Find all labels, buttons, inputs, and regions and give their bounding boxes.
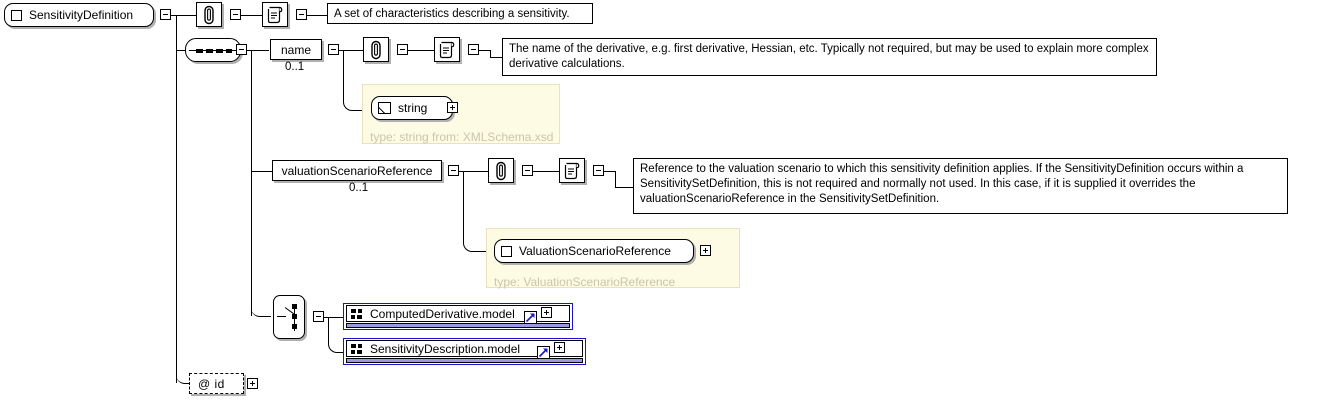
- connector-vsr-doc-h1: [604, 171, 616, 172]
- type-vsr-expand-toggle[interactable]: [700, 245, 711, 256]
- model-group-sensitivitydescription-expand-toggle[interactable]: [554, 342, 565, 353]
- model-group-sensitivitydescription-bar: [346, 358, 583, 363]
- connector-root-to-annotation: [171, 15, 197, 16]
- name-annotation-paperclip-box[interactable]: [363, 37, 389, 62]
- paperclip-icon: [496, 161, 506, 180]
- connector-vsr-doc-v: [615, 171, 616, 187]
- root-annotation-paperclip-box[interactable]: [196, 2, 222, 27]
- model-group-computedderivative-label: ComputedDerivative.model: [370, 306, 515, 321]
- type-string-label: string: [398, 101, 428, 115]
- connector-vsr-to-type-panel: [463, 171, 488, 252]
- complex-type-icon: [501, 245, 512, 257]
- connector-doc-to-text: [307, 15, 328, 16]
- element-name[interactable]: name: [270, 39, 322, 60]
- connector-sequence-trunk: [251, 50, 252, 316]
- element-name-label: name: [280, 42, 312, 57]
- model-group-computedderivative[interactable]: ComputedDerivative.model: [343, 303, 573, 330]
- connector-root-trunk: [176, 15, 177, 383]
- type-string-expand-toggle[interactable]: [447, 102, 458, 113]
- paperclip-icon: [204, 5, 214, 24]
- model-group-computedderivative-expand-toggle[interactable]: [541, 307, 552, 318]
- vsr-annotation-expand-toggle[interactable]: [522, 165, 533, 176]
- choice-icon-dot-3: [292, 324, 297, 329]
- link-arrow-icon[interactable]: [524, 311, 537, 324]
- type-valuationscenarioreference-label: ValuationScenarioReference: [519, 244, 671, 258]
- name-documentation-icon-box[interactable]: [434, 37, 460, 62]
- connector-sequence-to-vsr: [251, 171, 273, 172]
- root-expand-toggle[interactable]: [160, 9, 171, 20]
- model-group-icon: [351, 308, 363, 319]
- vsr-documentation-text: Reference to the valuation scenario to w…: [633, 158, 1288, 214]
- link-arrow-glyph: [538, 348, 548, 358]
- connector-annotation-to-doc: [241, 15, 263, 16]
- documentation-icon: [564, 162, 580, 179]
- model-group-computedderivative-bar: [346, 323, 570, 328]
- vsr-expand-toggle[interactable]: [448, 165, 459, 176]
- name-documentation-text: The name of the derivative, e.g. first d…: [502, 38, 1157, 76]
- sequence-icon: [196, 49, 232, 53]
- connector-vsr-doc-h2: [615, 187, 634, 188]
- name-annotation-expand-toggle[interactable]: [397, 44, 408, 55]
- vsr-annotation-paperclip-box[interactable]: [488, 158, 514, 183]
- root-element-label: SensitivityDefinition: [29, 8, 134, 22]
- element-name-cardinality: 0..1: [285, 61, 305, 73]
- type-vsr-footer: type: ValuationScenarioReference: [494, 275, 676, 289]
- connector-sequence-to-choice: [251, 290, 271, 317]
- sequence-compositor-node[interactable]: [185, 38, 241, 62]
- model-group-sensitivitydescription-inner: SensitivityDescription.model: [346, 340, 583, 357]
- attribute-id-label: @ id: [198, 376, 225, 391]
- choice-icon: [292, 304, 297, 309]
- connector-vsr-to-annotation: [459, 171, 491, 172]
- simple-type-icon: [378, 102, 391, 114]
- model-group-icon: [351, 343, 363, 354]
- type-string-box[interactable]: string: [371, 96, 453, 120]
- root-documentation-text: A set of characteristics describing a se…: [327, 3, 593, 24]
- choice-icon-stem: [277, 316, 286, 317]
- element-name-expand-toggle[interactable]: [328, 44, 339, 55]
- choice-compositor-node[interactable]: [273, 295, 305, 339]
- paperclip-icon: [371, 40, 381, 59]
- name-documentation-expand-toggle[interactable]: [468, 44, 479, 55]
- root-element-sensitivitydefinition[interactable]: SensitivityDefinition: [4, 3, 154, 27]
- vsr-documentation-expand-toggle[interactable]: [593, 165, 604, 176]
- connector-name-doc-v: [490, 50, 491, 57]
- connector-choice-to-option-2: [328, 317, 345, 353]
- element-valuationscenarioreference-cardinality: 0..1: [349, 182, 369, 194]
- connector-name-doc-h2: [490, 57, 503, 58]
- type-string-footer: type: string from: XMLSchema.xsd: [370, 130, 554, 144]
- link-arrow-glyph: [525, 313, 535, 323]
- documentation-icon: [267, 6, 283, 23]
- vsr-documentation-icon-box[interactable]: [559, 158, 585, 183]
- model-group-sensitivitydescription-label: SensitivityDescription.model: [370, 341, 521, 356]
- root-documentation-expand-toggle[interactable]: [296, 9, 307, 20]
- type-valuationscenarioreference-box[interactable]: ValuationScenarioReference: [494, 239, 694, 263]
- attribute-id[interactable]: @ id: [189, 373, 244, 394]
- model-group-computedderivative-inner: ComputedDerivative.model: [346, 305, 570, 322]
- connector-name-doc-h1: [479, 50, 491, 51]
- connector-sequence-to-name: [247, 50, 269, 51]
- choice-expand-toggle[interactable]: [313, 311, 324, 322]
- documentation-icon: [439, 41, 455, 58]
- connector-trunk-to-attribute: [176, 330, 190, 384]
- root-documentation-icon-box[interactable]: [262, 2, 288, 27]
- link-arrow-icon[interactable]: [537, 346, 550, 359]
- connector-name-annotation-to-doc: [408, 50, 435, 51]
- attribute-id-expand-toggle[interactable]: [247, 378, 258, 389]
- element-valuationscenarioreference-label: valuationScenarioReference: [281, 163, 433, 178]
- connector-name-to-type-panel: [343, 50, 366, 111]
- element-valuationscenarioreference[interactable]: valuationScenarioReference: [272, 160, 442, 181]
- connector-vsr-annotation-to-doc: [533, 171, 560, 172]
- model-group-sensitivitydescription[interactable]: SensitivityDescription.model: [343, 338, 586, 365]
- element-icon: [11, 9, 22, 21]
- root-annotation-expand-toggle[interactable]: [230, 9, 241, 20]
- choice-icon-dot-2: [292, 314, 297, 319]
- sequence-expand-toggle[interactable]: [236, 44, 247, 55]
